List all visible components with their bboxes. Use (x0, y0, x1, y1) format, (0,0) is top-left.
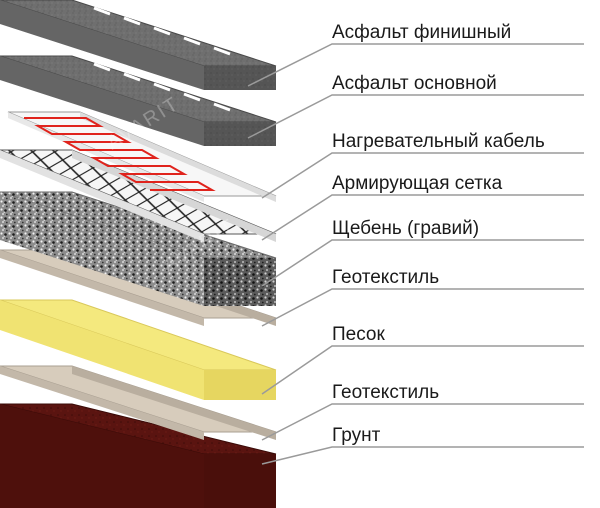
leader-line-heating-cable (261, 152, 584, 199)
label-geotextile-bottom: Геотекстиль (332, 382, 439, 403)
leader-line-geotextile-bottom (261, 403, 584, 441)
label-sand: Песок (332, 324, 386, 345)
label-asphalt-base: Асфальт основной (332, 73, 497, 94)
leader-line-geotextile-top (261, 288, 584, 327)
label-heating-cable: Нагревательный кабель (332, 131, 545, 152)
label-soil: Грунт (332, 425, 381, 446)
layer-sand (0, 299, 277, 400)
leader-line-gravel (261, 239, 584, 287)
leader-line-reinforcing-mesh (261, 194, 584, 241)
layer-geotextile-bottom (0, 365, 277, 440)
layer-soil (0, 403, 277, 508)
leader-lines (247, 43, 584, 465)
layer-asphalt-base (0, 55, 277, 146)
leader-line-asphalt-finish (247, 43, 584, 87)
leader-line-sand (261, 345, 584, 395)
label-gravel: Щебень (гравий) (332, 218, 479, 239)
heating-cable-wire (24, 117, 216, 191)
leader-line-asphalt-base (247, 94, 584, 139)
layer-asphalt-finish (0, 0, 277, 90)
layer-heating-cable (7, 111, 277, 202)
leader-line-soil (261, 446, 584, 465)
layer-gravel (0, 191, 277, 306)
label-geotextile-top: Геотекстиль (332, 267, 439, 288)
label-asphalt-finish: Асфальт финишный (332, 22, 511, 43)
label-reinforcing-mesh: Армирующая сетка (332, 173, 503, 194)
